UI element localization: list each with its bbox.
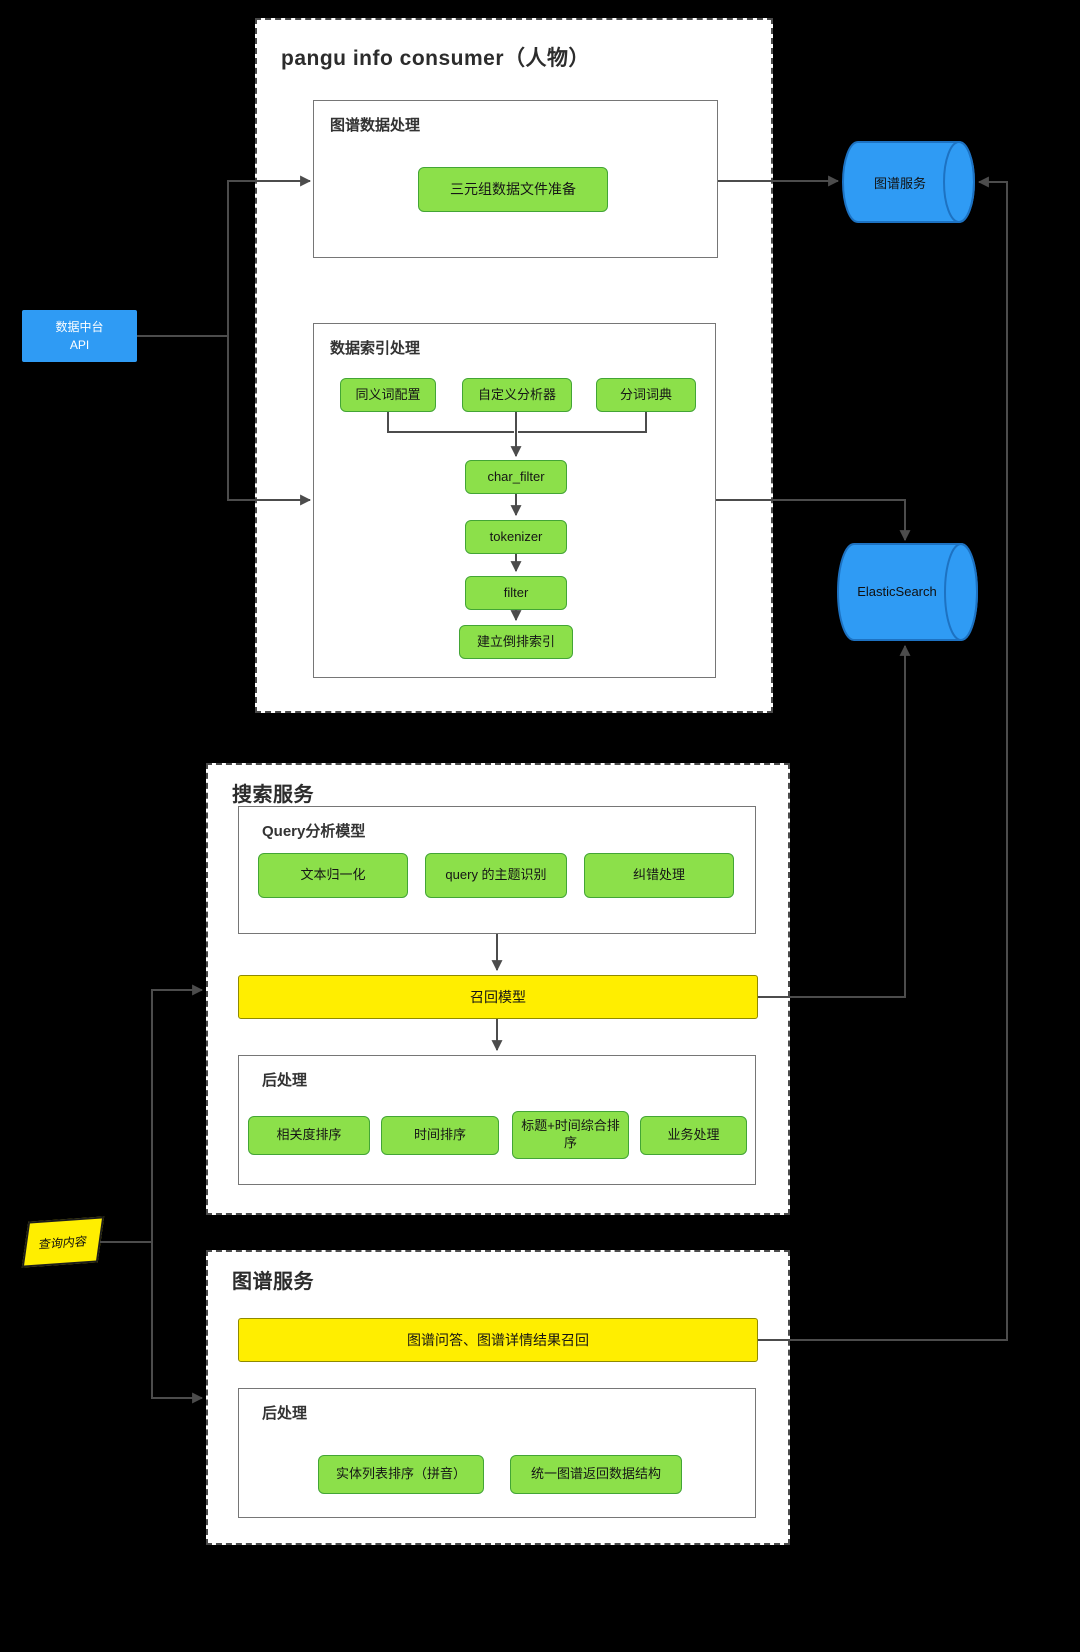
node-triple-data-prep: 三元组数据文件准备 [418,167,608,212]
graph-data-processing-title: 图谱数据处理 [330,117,421,134]
recall-model-bar: 召回模型 [238,975,758,1019]
node-synonym-config: 同义词配置 [340,378,436,412]
node-text-normalization: 文本归一化 [258,853,408,898]
search-service-title: 搜索服务 [232,784,314,806]
node-tokenizer: tokenizer [465,520,567,554]
node-query-topic-recognition: query 的主题识别 [425,853,567,898]
search-post-processing-title: 后处理 [262,1072,308,1089]
node-word-dict: 分词词典 [596,378,696,412]
api-box-line2: API [69,338,90,352]
data-platform-api-box: 数据中台 API [22,310,137,362]
graph-service-section-title: 图谱服务 [232,1271,314,1293]
graph-post-processing-title: 后处理 [262,1405,308,1422]
node-error-correction: 纠错处理 [584,853,734,898]
query-analysis-title: Query分析模型 [262,823,366,840]
node-char-filter: char_filter [465,460,567,494]
node-inverted-index: 建立倒排索引 [459,625,573,659]
data-index-processing-title: 数据索引处理 [330,340,421,357]
node-business-processing: 业务处理 [640,1116,747,1155]
elasticsearch-cylinder-label: ElasticSearch [857,584,937,599]
node-time-sort: 时间排序 [381,1116,499,1155]
graph-post-processing-box [238,1388,756,1518]
node-filter: filter [465,576,567,610]
api-box-line1: 数据中台 [55,320,104,334]
node-relevance-sort: 相关度排序 [248,1116,370,1155]
graph-service-cylinder-label: 图谱服务 [873,176,926,191]
pangu-consumer-title: pangu info consumer（人物） [281,47,591,70]
node-custom-analyzer: 自定义分析器 [462,378,572,412]
node-title-time-sort: 标题+时间综合排序 [512,1111,629,1159]
query-input-shape: 查询内容 [21,1216,105,1268]
node-entity-list-sort: 实体列表排序（拼音） [318,1455,484,1494]
node-unified-graph-structure: 统一图谱返回数据结构 [510,1455,682,1494]
graph-recall-bar: 图谱问答、图谱详情结果召回 [238,1318,758,1362]
